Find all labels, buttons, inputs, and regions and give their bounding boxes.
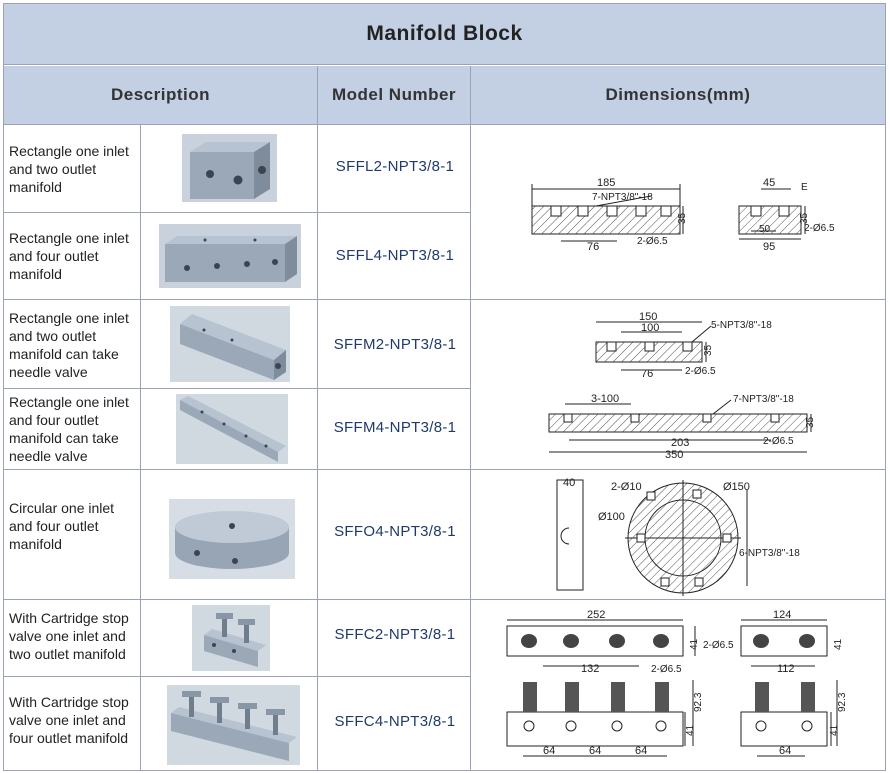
cartridge-4-valve-block-image (167, 685, 300, 765)
dim-port-label: 6-NPT3/8"-18 (739, 548, 800, 559)
needle-valve-2-outlet-block-image (170, 306, 290, 382)
dim-pitch-label: 64 (589, 745, 601, 757)
row-description: Rectangle one inlet and two outlet manif… (9, 310, 129, 380)
dim-hole-label: 2-Ø6.5 (763, 436, 794, 447)
dim-bolt-circle-label: Ø100 (598, 511, 625, 523)
dim-diameter-label: Ø150 (723, 481, 750, 493)
row-description: With Cartridge stop valve one inlet and … (9, 610, 129, 662)
dim-hole-label: 2-Ø6.5 (685, 366, 716, 377)
dim-hole-label: 2-Ø6.5 (703, 640, 734, 651)
model-number: SFFC4-NPT3/8-1 (334, 713, 456, 730)
dim-side-height-label: 35 (799, 212, 810, 224)
dim-height-label: 35 (677, 212, 688, 224)
model-number: SFFM4-NPT3/8-1 (333, 419, 457, 436)
dim-center-label: 76 (641, 368, 653, 380)
row-description: With Cartridge stop valve one inlet and … (9, 694, 129, 746)
model-number: SFFL4-NPT3/8-1 (335, 247, 455, 264)
circular-block-image (169, 499, 295, 579)
dim-height-base-two-label: 41 (829, 724, 840, 736)
dim-height-total-two-label: 92.3 (837, 692, 848, 712)
sffo-dimension-drawing: 40 2-Ø10 Ø150 Ø100 6-NPT3/8"-18 (556, 477, 800, 596)
dim-length-label: 185 (597, 177, 615, 189)
row-description: Rectangle one inlet and four outlet mani… (9, 394, 129, 464)
dim-height-total-label: 92.3 (693, 692, 704, 712)
dim-side-hole-label: 2-Ø6.5 (804, 223, 835, 234)
dim-height-label: 35 (703, 344, 714, 356)
dim-hole-label: 2-Ø6.5 (637, 236, 668, 247)
dim-holes-label: 2-Ø10 (611, 481, 642, 493)
model-number: SFFC2-NPT3/8-1 (334, 626, 456, 643)
cartridge-valve-symbols (521, 634, 815, 732)
dim-center-label: 76 (587, 241, 599, 253)
sffc-dimension-drawing: 252 41 2-Ø6.5 132 2-Ø6.5 92.3 41 64 64 6… (506, 609, 848, 757)
dim-pitch-two-label: 64 (779, 745, 791, 757)
column-divider (140, 125, 141, 771)
dim-center-four-label: 132 (581, 663, 599, 675)
model-number: SFFO4-NPT3/8-1 (334, 523, 456, 540)
row-divider (4, 676, 470, 677)
dim-side-width-label: 95 (763, 241, 775, 253)
dim-port-label: 7-NPT3/8"-18 (733, 394, 794, 405)
sffm4-dimension-drawing: 3-100 7-NPT3/8"-18 35 203 2-Ø6.5 350 (548, 393, 816, 461)
dim-center-two-label: 112 (777, 663, 795, 675)
dim-port-label: 7-NPT3/8"-18 (592, 192, 653, 203)
dim-port-label: 5-NPT3/8"-18 (711, 320, 772, 331)
sffm2-dimension-drawing: 150 100 5-NPT3/8"-18 35 76 2-Ø6.5 (595, 311, 772, 380)
header-description: Description (4, 66, 317, 125)
dim-height-top-label: 41 (689, 638, 700, 650)
dim-length-four-label: 252 (587, 609, 605, 621)
dim-height-top-two-label: 41 (833, 638, 844, 650)
row-divider (4, 469, 885, 470)
dim-thickness-label: 40 (563, 477, 575, 489)
dim-height-base-label: 41 (685, 724, 696, 736)
row-divider (4, 299, 885, 300)
model-number: SFFL2-NPT3/8-1 (335, 158, 455, 175)
dim-side-inner-label: 50 (759, 224, 771, 235)
row-description: Rectangle one inlet and two outlet manif… (9, 143, 129, 195)
cartridge-2-valve-block-image (192, 605, 270, 671)
dim-pitch-label: 100 (641, 322, 659, 334)
row-description: Rectangle one inlet and four outlet mani… (9, 230, 129, 282)
dim-pitch-label: 64 (543, 745, 555, 757)
row-description: Circular one inlet and four outlet manif… (9, 500, 115, 552)
row-divider (4, 599, 885, 600)
page-title: Manifold Block (4, 4, 885, 65)
manifold-spec-sheet: Manifold Block Description Model Number … (3, 3, 886, 771)
row-divider (4, 212, 470, 213)
column-divider (470, 66, 471, 771)
sffl-dimension-drawing: 185 7-NPT3/8"-18 35 76 2-Ø6.5 45 E 35 2-… (531, 177, 835, 253)
needle-valve-4-outlet-block-image (176, 394, 288, 464)
dim-side-top-label: 45 (763, 177, 775, 189)
dim-height-label: 35 (805, 416, 816, 428)
dim-length-label: 350 (665, 449, 683, 461)
dim-center-label: 203 (671, 437, 689, 449)
rectangle-4-outlet-block-image (159, 224, 301, 288)
dim-side-mark-label: E (801, 182, 808, 193)
model-number: SFFM2-NPT3/8-1 (333, 336, 457, 353)
dim-length-two-label: 124 (773, 609, 791, 621)
column-divider (317, 66, 318, 771)
dim-hole-bottom-label: 2-Ø6.5 (651, 664, 682, 675)
dim-pitch-label: 64 (635, 745, 647, 757)
row-divider (4, 388, 470, 389)
rectangle-2-outlet-block-image (182, 134, 277, 202)
dim-pitch-label: 3-100 (591, 393, 619, 405)
header-model-number: Model Number (318, 66, 470, 125)
dim-length-label: 150 (639, 311, 657, 323)
header-dimensions: Dimensions(mm) (471, 66, 885, 125)
